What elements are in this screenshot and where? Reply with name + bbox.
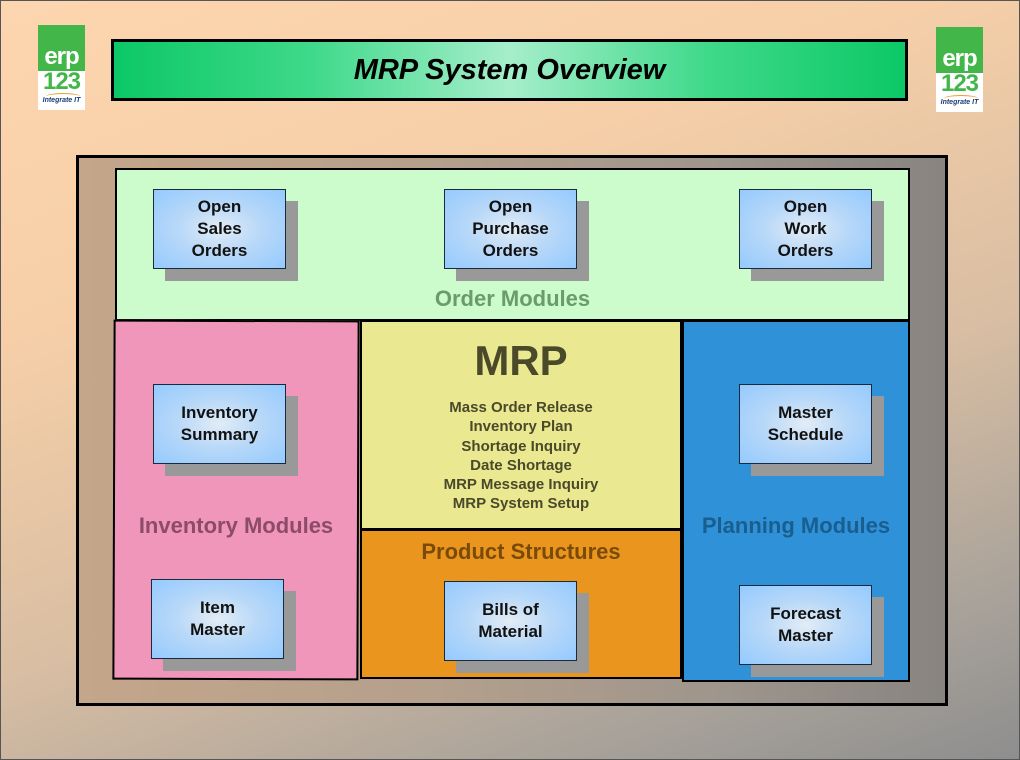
mrp-function-list: Mass Order Release Inventory Plan Shorta… <box>360 398 682 514</box>
page-title: MRP System Overview <box>353 53 666 86</box>
module-forecast-master: Forecast Master <box>739 585 884 677</box>
logo-arc-icon <box>944 95 978 102</box>
module-inventory-summary: Inventory Summary <box>153 384 298 476</box>
module-open-work-orders: Open Work Orders <box>739 189 884 281</box>
mrp-function-item[interactable]: MRP System Setup <box>452 495 590 513</box>
open-work-orders-button[interactable]: Open Work Orders <box>739 189 872 269</box>
logo-erp-text: erp <box>44 43 79 70</box>
logo-arc-icon <box>46 93 80 100</box>
master-schedule-button[interactable]: Master Schedule <box>739 384 872 464</box>
module-open-purchase-orders: Open Purchase Orders <box>444 189 589 281</box>
erp123-logo-left: erp 123 Integrate IT <box>38 25 85 110</box>
mrp-function-item[interactable]: Date Shortage <box>470 456 572 474</box>
module-label: Master Schedule <box>767 403 844 444</box>
title-banner: MRP System Overview <box>111 39 908 101</box>
module-label: Open Sales Orders <box>191 197 248 260</box>
erp123-logo-right: erp 123 Integrate IT <box>936 27 983 112</box>
open-sales-orders-button[interactable]: Open Sales Orders <box>153 189 286 269</box>
open-purchase-orders-button[interactable]: Open Purchase Orders <box>444 189 577 269</box>
module-label: Open Purchase Orders <box>472 197 549 260</box>
module-label: Inventory Summary <box>180 403 259 444</box>
item-master-button[interactable]: Item Master <box>151 579 284 659</box>
mrp-function-item[interactable]: Shortage Inquiry <box>461 437 581 455</box>
logo-green-block <box>936 27 983 73</box>
bills-of-material-button[interactable]: Bills of Material <box>444 581 577 661</box>
mrp-panel <box>360 320 682 530</box>
logo-green-block <box>38 25 85 71</box>
forecast-master-button[interactable]: Forecast Master <box>739 585 872 665</box>
logo-tagline: Integrate IT <box>940 99 979 106</box>
module-label: Open Work Orders <box>777 197 834 260</box>
module-label: Forecast Master <box>770 604 841 645</box>
product-structures-label: Product Structures <box>421 539 621 564</box>
module-item-master: Item Master <box>151 579 296 671</box>
module-master-schedule: Master Schedule <box>739 384 884 476</box>
inventory-modules-label: Inventory Modules <box>138 513 334 538</box>
logo-123-text: 123 <box>42 68 81 95</box>
mrp-function-item[interactable]: MRP Message Inquiry <box>443 476 599 494</box>
logo-tagline: Integrate IT <box>42 97 81 104</box>
inventory-summary-button[interactable]: Inventory Summary <box>153 384 286 464</box>
module-bills-of-material: Bills of Material <box>444 581 589 673</box>
logo-123-text: 123 <box>940 70 979 97</box>
module-open-sales-orders: Open Sales Orders <box>153 189 298 281</box>
module-label: Item Master <box>190 598 245 639</box>
planning-modules-label: Planning Modules <box>701 513 891 538</box>
logo-erp-text: erp <box>942 45 977 72</box>
mrp-function-item[interactable]: Mass Order Release <box>449 399 593 416</box>
order-modules-label: Order Modules <box>434 286 591 311</box>
mrp-title: MRP <box>474 337 568 384</box>
mrp-function-item[interactable]: Inventory Plan <box>469 418 573 436</box>
module-label: Bills of Material <box>478 600 543 641</box>
